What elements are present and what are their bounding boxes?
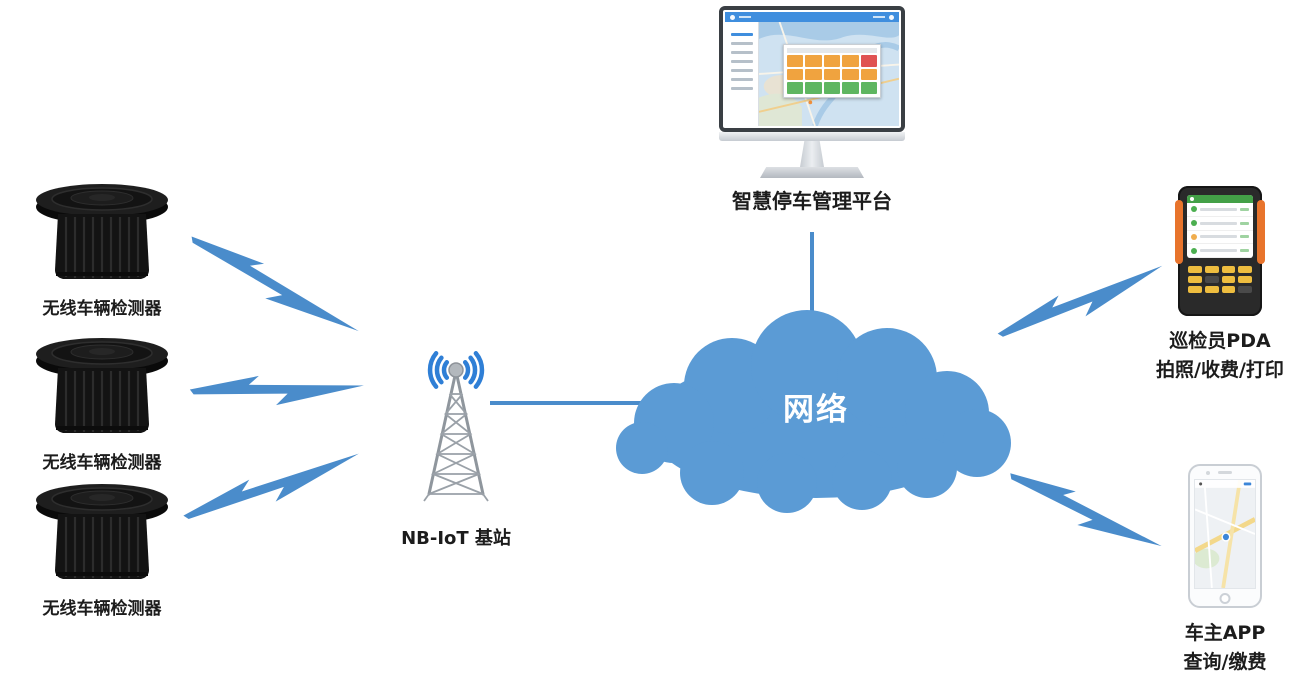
bolt-detector3-to-station: [183, 453, 359, 519]
vehicle-detector-icon: [36, 338, 168, 433]
platform-node: 智慧停车管理平台: [712, 6, 912, 214]
platform-navbar: [725, 12, 899, 22]
phone-camera: [1206, 470, 1210, 475]
phone-home-button: [1219, 593, 1231, 604]
detector-node-2: 无线车辆检测器: [14, 338, 190, 473]
monitor-chin: [719, 132, 905, 141]
detector-node-1: 无线车辆检测器: [14, 184, 190, 319]
antenna-tower-icon: [423, 351, 489, 502]
pda-label-line1: 巡检员PDA: [1169, 330, 1271, 352]
bolt-detector2-to-station: [189, 375, 364, 406]
detector-1-label: 无线车辆检测器: [42, 299, 162, 319]
cloud-label: 网络: [783, 392, 849, 428]
monitor-frame: [719, 6, 905, 132]
pda-bumper-left: [1175, 200, 1183, 264]
smartphone-icon: [1188, 464, 1262, 608]
phone-speaker: [1218, 471, 1232, 474]
monitor-stand-neck: [800, 141, 824, 167]
pda-keypad: [1188, 266, 1252, 293]
monitor-stand-base: [760, 167, 864, 178]
pda-bumper-right: [1257, 200, 1265, 264]
network-cloud: [616, 310, 1011, 513]
bolt-detector1-to-station: [191, 236, 359, 332]
detector-3-label: 无线车辆检测器: [42, 599, 162, 619]
phone-map: [1195, 480, 1255, 588]
bolt-cloud-to-pda: [997, 265, 1163, 337]
link-platform-cloud: [810, 232, 814, 338]
pda-node: 巡检员PDA 拍照/收费/打印: [1138, 186, 1302, 382]
desktop-monitor-icon: [719, 6, 905, 178]
monitor-screen: [725, 12, 899, 126]
phone-screen: [1194, 479, 1256, 589]
base-station-label: NB-IoT 基站: [401, 528, 511, 549]
detector-node-3: 无线车辆检测器: [14, 484, 190, 619]
base-station-node: NB-IoT 基站: [378, 334, 534, 550]
app-label-line2: 查询/缴费: [1183, 651, 1267, 673]
platform-label: 智慧停车管理平台: [732, 189, 892, 213]
vehicle-detector-icon: [36, 484, 168, 579]
bolt-cloud-to-app: [1010, 473, 1162, 547]
detector-2-label: 无线车辆检测器: [42, 453, 162, 473]
handheld-pda-icon: [1175, 186, 1265, 316]
app-node: 车主APP 查询/缴费: [1150, 464, 1300, 674]
platform-status-panel: [783, 44, 881, 98]
link-station-cloud: [490, 401, 652, 405]
app-label-line1: 车主APP: [1184, 622, 1266, 644]
vehicle-detector-icon: [36, 184, 168, 279]
platform-sidebar: [725, 22, 759, 126]
pda-screen: [1187, 195, 1253, 258]
pda-label-line2: 拍照/收费/打印: [1156, 359, 1284, 381]
